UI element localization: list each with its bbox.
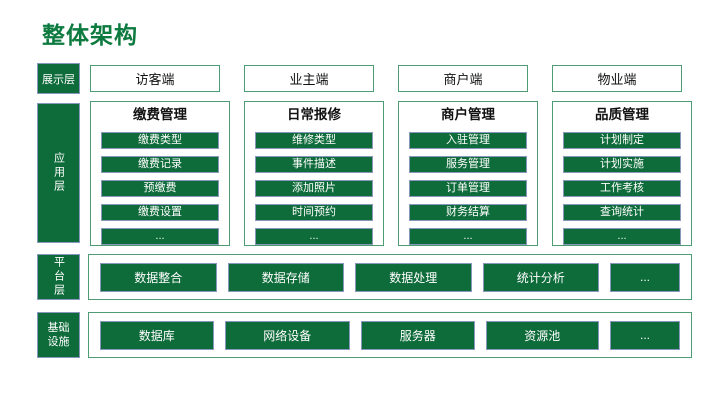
app-item-ellipsis: ...: [563, 228, 681, 245]
app-column-repair-title: 日常报修: [287, 107, 341, 122]
infrastructure-item: 资源池: [485, 320, 599, 350]
app-column-merchant: 商户管理 入驻管理 服务管理 订单管理 财务结算 ...: [398, 101, 538, 246]
app-item: 计划实施: [563, 156, 681, 173]
platform-item: 数据整合: [100, 262, 217, 292]
client-box-visitor: 访客端: [90, 65, 220, 92]
app-item: 入驻管理: [409, 132, 527, 149]
app-item: 添加照片: [255, 180, 373, 197]
app-item-ellipsis: ...: [255, 228, 373, 245]
infrastructure-item-ellipsis: ...: [610, 320, 680, 350]
infrastructure-item: 数据库: [100, 320, 214, 350]
application-layer-label-text: 应用层: [52, 152, 65, 194]
infrastructure-item: 服务器: [361, 320, 475, 350]
app-column-quality-title: 品质管理: [595, 107, 649, 122]
platform-item: 数据存储: [227, 262, 344, 292]
app-item: 服务管理: [409, 156, 527, 173]
page-title: 整体架构: [42, 22, 138, 48]
infrastructure-layer-label-text: 基础设施: [47, 322, 70, 348]
platform-item-ellipsis: ...: [610, 262, 680, 292]
infrastructure-layer-label: 基础设施: [37, 312, 80, 358]
presentation-layer-label: 展示层: [37, 63, 80, 94]
client-box-merchant: 商户端: [398, 65, 528, 92]
client-box-owner-label: 业主端: [289, 72, 329, 87]
app-column-merchant-title: 商户管理: [441, 107, 495, 122]
client-box-property-label: 物业端: [597, 72, 637, 87]
platform-layer-bar: 数据整合 数据存储 数据处理 统计分析 ...: [88, 254, 692, 300]
app-item: 维修类型: [255, 132, 373, 149]
app-item: 财务结算: [409, 204, 527, 221]
client-box-property: 物业端: [552, 65, 682, 92]
app-column-payment: 缴费管理 缴费类型 缴费记录 预缴费 缴费设置 ...: [90, 101, 230, 246]
app-item: 订单管理: [409, 180, 527, 197]
platform-item: 数据处理: [355, 262, 472, 292]
app-column-quality: 品质管理 计划制定 计划实施 工作考核 查询统计 ...: [552, 101, 692, 246]
app-item: 缴费记录: [101, 156, 219, 173]
app-item: 缴费类型: [101, 132, 219, 149]
infrastructure-layer-bar: 数据库 网络设备 服务器 资源池 ...: [88, 312, 692, 358]
app-item: 工作考核: [563, 180, 681, 197]
app-item: 事件描述: [255, 156, 373, 173]
app-item: 缴费设置: [101, 204, 219, 221]
client-box-merchant-label: 商户端: [443, 72, 483, 87]
platform-item: 统计分析: [482, 262, 599, 292]
client-box-visitor-label: 访客端: [135, 72, 175, 87]
presentation-layer-label-text: 展示层: [42, 73, 75, 86]
app-column-payment-title: 缴费管理: [133, 107, 187, 122]
application-layer-label: 应用层: [37, 103, 80, 243]
app-item: 计划制定: [563, 132, 681, 149]
app-item: 时间预约: [255, 204, 373, 221]
platform-layer-label: 平台层: [37, 254, 80, 300]
app-item-ellipsis: ...: [409, 228, 527, 245]
app-column-repair: 日常报修 维修类型 事件描述 添加照片 时间预约 ...: [244, 101, 384, 246]
infrastructure-item: 网络设备: [224, 320, 350, 350]
client-box-owner: 业主端: [244, 65, 374, 92]
app-item: 预缴费: [101, 180, 219, 197]
platform-layer-label-text: 平台层: [52, 256, 65, 298]
app-item-ellipsis: ...: [101, 228, 219, 245]
app-item: 查询统计: [563, 204, 681, 221]
